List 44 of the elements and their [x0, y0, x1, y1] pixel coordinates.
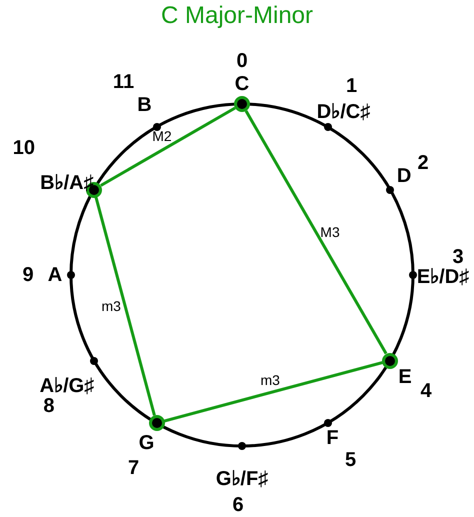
note-name: A♭/G♯	[40, 376, 94, 396]
note-name: G	[138, 433, 154, 454]
edge-label: m3	[260, 373, 280, 388]
highlighted-pitch-point	[382, 352, 398, 368]
interval-line	[100, 106, 236, 187]
highlighted-pitch-point	[148, 415, 164, 432]
note-name: E	[398, 366, 412, 386]
pitch-point	[90, 356, 98, 364]
pitch-number: 2	[418, 152, 429, 172]
pitch-point	[386, 186, 394, 194]
pitch-number: 3	[452, 247, 464, 267]
pitch-point	[324, 122, 332, 131]
title: C Major-Minor	[161, 4, 313, 28]
note-name: D♭/C♯	[316, 102, 370, 122]
note-name: D	[396, 166, 412, 186]
note-name: B	[137, 94, 152, 115]
pitch-number: 1	[346, 76, 358, 96]
pitch-number: 9	[22, 265, 34, 285]
edge-label: M3	[320, 225, 340, 240]
note-name: G♭/F♯	[216, 469, 268, 489]
note-name: B♭/A♯	[40, 172, 94, 192]
interval-line	[94, 196, 156, 416]
pitch-point	[67, 271, 75, 279]
note-name: A	[48, 265, 62, 285]
pitch-number: 11	[112, 72, 134, 92]
edge-label: M2	[152, 129, 172, 144]
pitch-point	[152, 122, 160, 131]
pitch-point	[324, 419, 332, 428]
pitch-number: 5	[344, 450, 356, 470]
pitch-point	[238, 442, 246, 450]
note-name: F	[326, 428, 339, 448]
pitch-number: 0	[236, 51, 248, 71]
note-name: C	[234, 74, 250, 94]
pitch-number: 8	[43, 396, 54, 416]
pitch-number: 10	[12, 138, 36, 158]
pitch-number: 7	[128, 458, 140, 478]
note-name: E♭/D♯	[416, 267, 470, 287]
edge-label: m3	[101, 299, 121, 314]
interval-line	[164, 361, 383, 422]
pitch-number: 6	[232, 495, 244, 515]
interval-line	[244, 110, 388, 354]
highlighted-pitch-point	[234, 96, 250, 112]
pitch-point	[409, 271, 417, 279]
pitch-number: 4	[420, 380, 432, 400]
